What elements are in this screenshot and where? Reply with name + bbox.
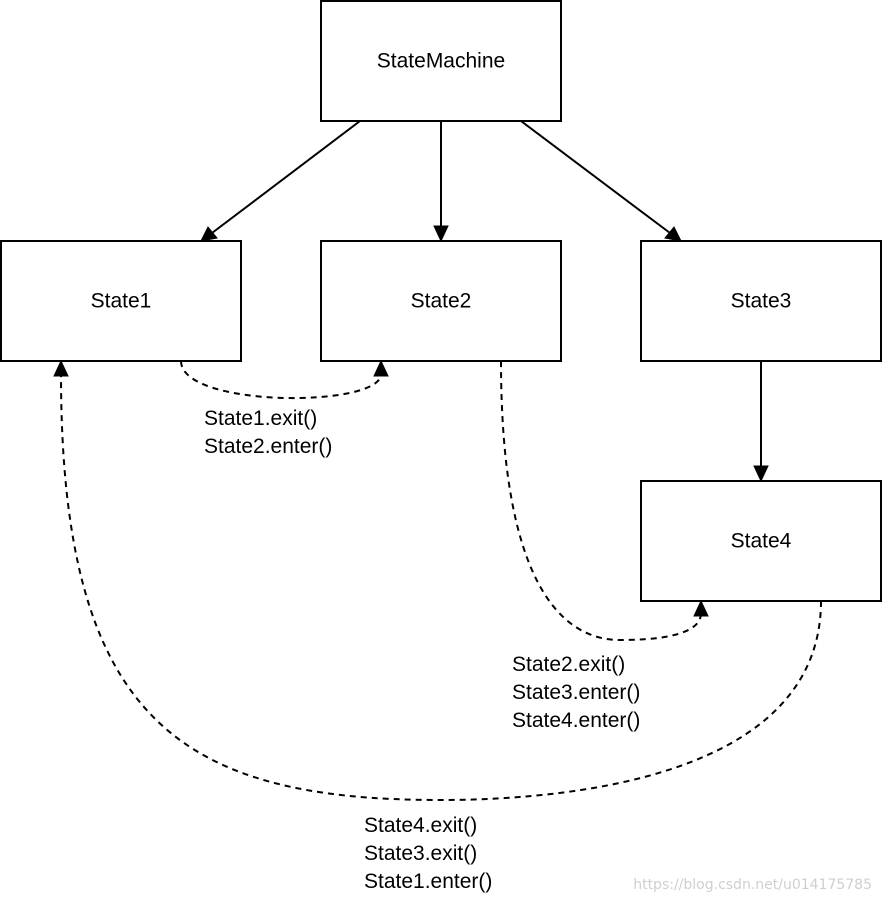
node-state-machine-label: StateMachine bbox=[377, 50, 505, 73]
transition-state1-to-state2 bbox=[180, 360, 382, 400]
call-line: State4.exit() bbox=[364, 814, 477, 837]
node-state4-label: State4 bbox=[731, 530, 792, 553]
node-state3: State3 bbox=[640, 240, 882, 362]
transition-label-state4-to-state1: State4.exit() State3.exit() State1.enter… bbox=[364, 814, 492, 893]
edge-root-to-state1 bbox=[211, 120, 361, 234]
call-line: State4.enter() bbox=[512, 709, 640, 732]
arrow-head-state3 bbox=[664, 226, 682, 242]
call-line: State1.exit() bbox=[204, 407, 317, 430]
call-line: State1.enter() bbox=[364, 870, 492, 893]
edge-root-to-state3 bbox=[520, 120, 671, 234]
node-state3-label: State3 bbox=[731, 290, 792, 313]
transition-label-state2-to-state4: State2.exit() State3.enter() State4.ente… bbox=[512, 653, 640, 732]
call-line: State3.exit() bbox=[364, 842, 477, 865]
node-state2: State2 bbox=[320, 240, 562, 362]
call-line: State2.enter() bbox=[204, 435, 332, 458]
arrow-head-transition-state1 bbox=[53, 359, 69, 377]
node-state2-label: State2 bbox=[411, 290, 472, 313]
arrow-head-transition-state4 bbox=[693, 599, 709, 617]
node-state-machine: StateMachine bbox=[320, 0, 562, 122]
node-state1: State1 bbox=[0, 240, 242, 362]
call-line: State2.exit() bbox=[512, 653, 625, 676]
node-state1-label: State1 bbox=[91, 290, 152, 313]
node-state4: State4 bbox=[640, 480, 882, 602]
transition-label-state1-to-state2: State1.exit() State2.enter() bbox=[204, 407, 332, 458]
watermark-text: https://blog.csdn.net/u014175785 bbox=[633, 877, 872, 893]
arrow-head-state1 bbox=[200, 226, 218, 242]
arrow-head-transition-state2 bbox=[373, 359, 389, 377]
call-line: State3.enter() bbox=[512, 681, 640, 704]
arrow-head-state4 bbox=[753, 465, 769, 483]
arrow-head-state2 bbox=[433, 225, 449, 243]
